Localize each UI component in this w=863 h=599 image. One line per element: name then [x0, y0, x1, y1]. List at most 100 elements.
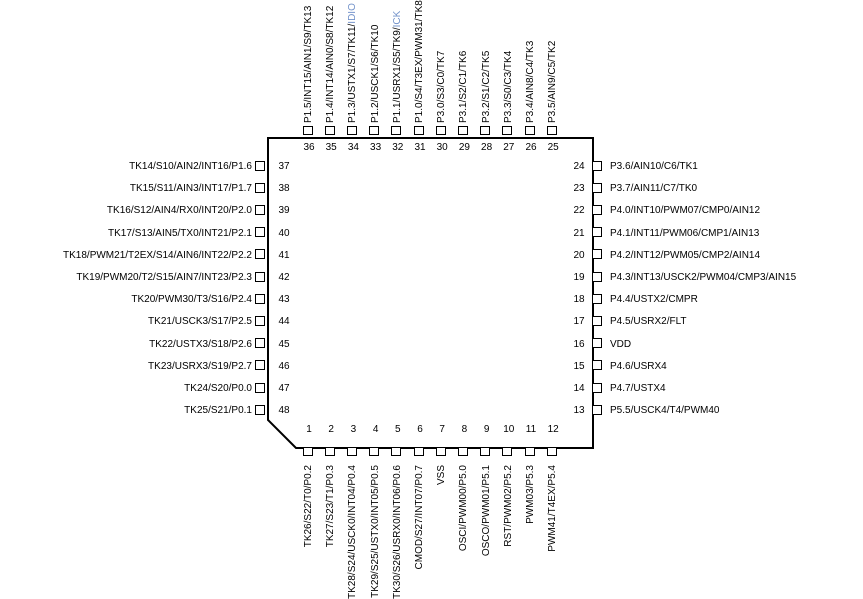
pin-label-7-text: VSS: [436, 465, 448, 486]
pin-label-30-text: P3.0/S3/C0/TK7: [436, 50, 448, 123]
pin-box-39: [255, 204, 265, 215]
pin-number-11: 11: [525, 424, 537, 435]
pin-box-31: [413, 126, 424, 135]
pin-box-45: [255, 338, 265, 349]
pin-label-14-text: P4.7/USTX4: [610, 383, 666, 394]
pin-number-35: 35: [325, 142, 337, 153]
pin-label-22: P4.0/INT10/PWM07/CMP0/AIN12: [610, 205, 760, 217]
pin-number-34: 34: [347, 142, 359, 153]
pin-box-18: [592, 293, 602, 304]
pin-number-38: 38: [278, 183, 290, 195]
pin-number-46: 46: [278, 360, 290, 372]
pin-label-41-text: TK18/PWM21/T2EX/S14/AIN6/INT22/P2.2: [63, 249, 252, 261]
pin-label-12-text: PWM41/T4EX/P5.4: [547, 465, 559, 552]
pin-label-2-text: TK27/S23/T1/P0.3: [325, 465, 337, 548]
pin-label-17: P4.5/USRX2/FLT: [610, 316, 687, 328]
pin-label-23: P3.7/AIN11/C7/TK0: [610, 183, 697, 195]
pin-label-37: TK14/S10/AIN2/INT16/P1.6: [129, 161, 252, 173]
pin-label-43-text: TK20/PWM30/T3/S16/P2.4: [131, 294, 252, 306]
pin-box-35: [324, 126, 335, 135]
pin-label-31-text: P1.0/S4/T3EX/PWM31/TK8: [414, 0, 425, 123]
pin-label-35: P1.4/INT14/AIN0/S8/TK12: [325, 6, 337, 123]
pin-number-4: 4: [372, 424, 379, 435]
pin-label-18: P4.4/USTX2/CMPR: [610, 294, 698, 306]
pin-box-38: [255, 182, 265, 193]
pin-box-24: [592, 160, 602, 171]
pin-box-2: [324, 447, 335, 456]
pin-box-7: [435, 447, 446, 456]
pin-label-23-text: P3.7/AIN11/C7/TK0: [610, 183, 698, 195]
pin-number-24: 24: [573, 161, 585, 172]
pin-label-39: TK16/S12/AIN4/RX0/INT20/P2.0: [107, 205, 252, 217]
pin-number-14: 14: [573, 383, 585, 394]
pin-label-16-text: VDD: [610, 338, 632, 350]
pin-number-3: 3: [350, 424, 357, 435]
pin-box-26: [524, 126, 535, 135]
pin-number-36: 36: [303, 142, 315, 153]
pin-label-5: TK30/S26/USRX0/INT06/P0.6: [392, 465, 404, 599]
pin-number-47: 47: [278, 383, 290, 394]
pin-box-6: [413, 447, 424, 456]
pin-number-32: 32: [392, 142, 404, 153]
pin-number-48: 48: [278, 405, 290, 417]
pin-number-44: 44: [278, 316, 290, 328]
pin-label-19-text: P4.3/INT13/USCK2/PWM04/CMP3/AIN15: [610, 272, 797, 283]
pin-box-10: [502, 447, 513, 456]
pin-box-40: [255, 227, 265, 238]
pin-number-40: 40: [278, 227, 290, 239]
pin-label-21-text: P4.1/INT11/PWM06/CMP1/AIN13: [610, 227, 760, 239]
pin-number-5: 5: [395, 424, 401, 435]
chip-body: [267, 137, 594, 449]
pin-box-22: [592, 204, 602, 215]
pin-box-19: [592, 271, 602, 282]
pin-label-28-text: P3.2/S1/C2/TK5: [480, 50, 492, 123]
pin-label-6-text: CMOD/S27/INT07/P0.7: [414, 465, 425, 570]
pin-label-36: P1.5/INT15/AIN1/S9/TK13: [303, 6, 315, 123]
pin-label-40: TK17/S13/AIN5/TX0/INT21/P2.1: [108, 228, 252, 240]
pin-label-34: P1.3/USTX1/S7/TK11/IDIO: [347, 3, 359, 123]
pin-label-33: P1.2/USCK1/S6/TK10: [370, 25, 382, 123]
pin-box-43: [255, 293, 265, 304]
pin-label-2: TK27/S23/T1/P0.3: [325, 465, 337, 547]
pin-number-6: 6: [417, 424, 423, 435]
pin-label-25-text: P3.5/AIN9/C5/TK2: [547, 40, 559, 123]
pin-number-21: 21: [573, 227, 585, 239]
pin-label-42-text: TK19/PWM20/T2/S15/AIN7/INT23/P2.3: [76, 272, 252, 283]
pin-box-16: [592, 338, 602, 349]
pin-box-48: [255, 404, 265, 415]
pin-box-47: [255, 382, 265, 393]
pin-box-41: [255, 249, 265, 260]
pin-number-18: 18: [573, 294, 585, 306]
pin-number-25: 25: [547, 142, 559, 153]
pin-number-7: 7: [439, 424, 445, 435]
pin-box-3: [346, 447, 357, 456]
pin-box-36: [302, 126, 313, 135]
pin-box-27: [502, 126, 513, 135]
pin-label-29-text: P3.1/S2/C1/TK6: [458, 50, 470, 123]
pin-box-44: [255, 315, 265, 326]
pin-box-14: [592, 382, 602, 393]
pin-label-35-text: P1.4/INT14/AIN0/S8/TK12: [325, 5, 337, 123]
pin-label-17-text: P4.5/USRX2/FLT: [610, 316, 687, 328]
pin-box-21: [592, 227, 602, 238]
pin-label-15-text: P4.6/USRX4: [610, 360, 667, 372]
pin-number-23: 23: [573, 183, 585, 195]
pin-label-6: CMOD/S27/INT07/P0.7: [414, 465, 426, 569]
pin-label-28: P3.2/S1/C2/TK5: [481, 51, 493, 123]
pin-number-17: 17: [573, 316, 585, 328]
pin-box-11: [524, 447, 535, 456]
pin-label-9-text: OSCO/PWM01/P5.1: [480, 465, 492, 557]
pin-label-11: PWM03/P5.3: [525, 465, 537, 524]
pin-label-24-text: P3.6/AIN10/C6/TK1: [610, 161, 698, 172]
pin-number-20: 20: [573, 249, 585, 261]
pin-number-30: 30: [436, 142, 448, 153]
pin-label-47: TK24/S20/P0.0: [184, 383, 252, 395]
pin-label-5-text: TK30/S26/USRX0/INT06/P0.6: [391, 465, 403, 599]
pin-label-1-text: TK26/S22/T0/P0.2: [303, 465, 314, 548]
pin-label-8-text: OSCI/PWM00/P5.0: [458, 465, 470, 552]
pin-label-24: P3.6/AIN10/C6/TK1: [610, 161, 698, 173]
pin-label-39-text: TK16/S12/AIN4/RX0/INT20/P2.0: [106, 205, 252, 217]
pin-number-22: 22: [573, 205, 585, 217]
pin-label-4: TK29/S25/USTX0/INT05/P0.5: [370, 465, 382, 598]
